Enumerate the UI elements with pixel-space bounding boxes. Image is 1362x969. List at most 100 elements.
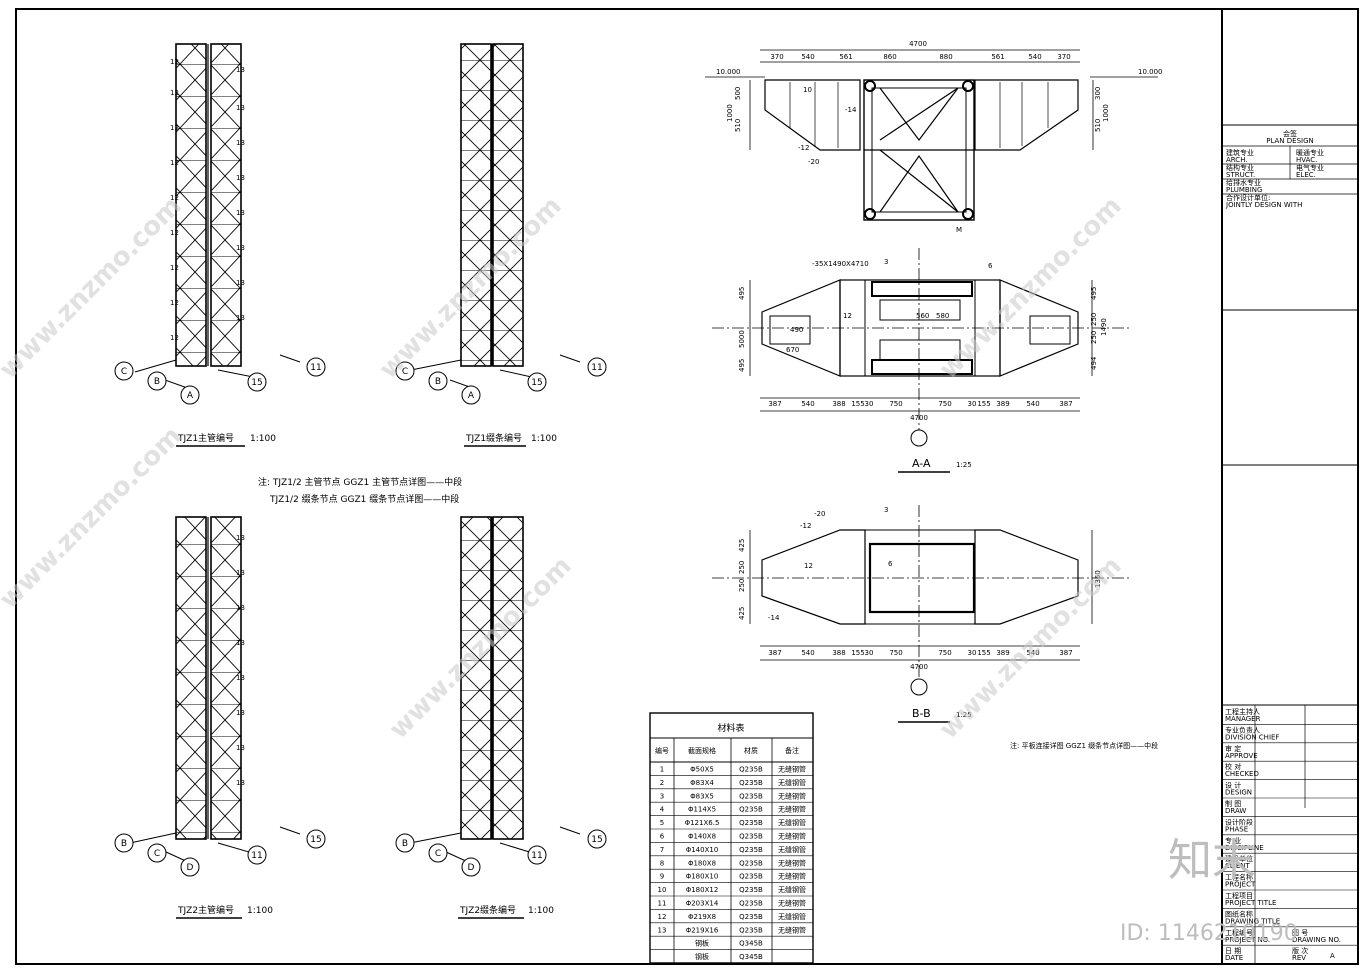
svg-text:510: 510 <box>734 119 742 132</box>
role-label: 设计阶段 <box>1225 817 1253 826</box>
svg-text:495: 495 <box>738 359 746 372</box>
svg-text:www.znzmo.com: www.znzmo.com <box>934 551 1128 745</box>
svg-text:ARCH.: ARCH. <box>1226 156 1248 164</box>
svg-text:510: 510 <box>1094 119 1102 132</box>
svg-text:15: 15 <box>310 835 321 845</box>
svg-text:1490: 1490 <box>1100 318 1108 336</box>
svg-text:13: 13 <box>236 209 245 217</box>
svg-text:388: 388 <box>832 400 845 408</box>
svg-text:12: 12 <box>170 299 179 307</box>
svg-text:10.000: 10.000 <box>1138 68 1163 76</box>
material-table-cell: Q235B <box>739 833 763 841</box>
svg-text:15: 15 <box>531 378 542 388</box>
material-table-cell: 11 <box>658 900 667 908</box>
svg-text:670: 670 <box>786 346 799 354</box>
svg-text:490: 490 <box>790 326 803 334</box>
material-table-cell: Q235B <box>739 792 763 800</box>
svg-text:5000: 5000 <box>738 330 746 348</box>
svg-text:370: 370 <box>770 53 783 61</box>
svg-text:30: 30 <box>968 649 977 657</box>
svg-text:给排水专业: 给排水专业 <box>1226 178 1261 187</box>
role-label-2-en: DRAWING NO. <box>1292 936 1341 944</box>
svg-text:388: 388 <box>832 649 845 657</box>
section-aa-title: A-A <box>912 457 931 470</box>
role-label-en: DATE <box>1225 954 1243 962</box>
svg-text:PLUMBING: PLUMBING <box>1226 186 1262 194</box>
material-table-cell: 钢板 <box>695 952 709 961</box>
svg-text:13: 13 <box>236 534 245 542</box>
svg-text:-14: -14 <box>845 106 857 114</box>
svg-text:电气专业: 电气专业 <box>1296 163 1324 172</box>
material-table-cell: 5 <box>660 819 664 827</box>
svg-text:www.znzmo.com: www.znzmo.com <box>0 421 188 615</box>
svg-text:1350: 1350 <box>1094 570 1102 588</box>
svg-text:370: 370 <box>1057 53 1070 61</box>
material-table-cell: 12 <box>658 913 667 921</box>
svg-text:M: M <box>956 226 962 234</box>
title-block: 会签 PLAN DESIGN 建筑专业 ARCH. 暖通专业 HVAC. 结构专… <box>1222 124 1358 964</box>
svg-text:495: 495 <box>738 287 746 300</box>
material-table-cell: Q345B <box>739 940 763 948</box>
material-table-cell: Φ50X5 <box>690 766 714 774</box>
material-table-cell: 9 <box>660 873 664 881</box>
tower-tjz1-brace: C B A 15 11 TJZ1缀条编号 1:100 <box>395 43 607 447</box>
svg-text:880: 880 <box>939 53 952 61</box>
role-label-en: APPROVE <box>1225 752 1258 760</box>
svg-text:300: 300 <box>1094 87 1102 100</box>
svg-text:30: 30 <box>865 649 874 657</box>
note-1-line1: 注: TJZ1/2 主管节点 GGZ1 主管节点详图——中段 <box>258 476 462 488</box>
tower-tjz2-main: 13 13 13 13 13 13 13 13 B C D 11 15 TJZ2… <box>114 516 326 919</box>
svg-text:15: 15 <box>251 378 262 388</box>
svg-text:387: 387 <box>1059 649 1072 657</box>
material-table-cell: 4 <box>660 806 665 814</box>
material-table-cell: Q235B <box>739 806 763 814</box>
svg-text:10: 10 <box>803 86 812 94</box>
svg-text:13: 13 <box>236 139 245 147</box>
svg-text:540: 540 <box>801 649 814 657</box>
svg-text:13: 13 <box>236 174 245 182</box>
svg-text:30: 30 <box>968 400 977 408</box>
svg-text:材质: 材质 <box>744 746 758 755</box>
svg-text:6: 6 <box>888 560 893 568</box>
role-label-en: CLIENT <box>1225 862 1251 870</box>
role-label-en: DRAW <box>1225 807 1246 815</box>
svg-text:1:100: 1:100 <box>250 434 276 444</box>
material-table-cell: Φ219X8 <box>688 913 716 921</box>
svg-text:13: 13 <box>236 744 245 752</box>
role-label: 工程项目 <box>1225 891 1253 900</box>
material-table-cell: 无缝钢管 <box>778 765 806 774</box>
svg-text:13: 13 <box>236 709 245 717</box>
svg-text:4700: 4700 <box>910 414 928 422</box>
material-table-cell: 无缝钢管 <box>778 858 806 867</box>
svg-text:D: D <box>468 863 475 873</box>
svg-text:12: 12 <box>170 229 179 237</box>
svg-text:C: C <box>154 849 160 859</box>
plan-overall-dim: 4700 <box>909 40 927 48</box>
watermark-logo: 知末 <box>1168 835 1256 886</box>
svg-text:备注: 备注 <box>785 746 799 755</box>
svg-text:12: 12 <box>170 264 179 272</box>
svg-text:1000: 1000 <box>1102 104 1110 122</box>
role-label: 设 计 <box>1225 781 1241 790</box>
material-table-cell: 无缝钢管 <box>778 872 806 881</box>
svg-text:13: 13 <box>236 639 245 647</box>
svg-text:540: 540 <box>801 400 814 408</box>
material-table-cell: Q235B <box>739 900 763 908</box>
svg-text:561: 561 <box>839 53 852 61</box>
material-table-cell: Φ203X14 <box>686 900 719 908</box>
svg-text:3: 3 <box>884 506 888 514</box>
svg-text:1:25: 1:25 <box>956 711 972 719</box>
svg-text:B: B <box>154 377 160 387</box>
material-table-cell: Φ180X10 <box>686 873 719 881</box>
svg-text:C: C <box>121 367 127 377</box>
svg-text:860: 860 <box>883 53 896 61</box>
section-bb: 387 540 388 155 30 750 750 30 155 389 54… <box>712 505 1130 723</box>
role-label-2: 版 次 <box>1292 946 1308 955</box>
material-table-cell: Q235B <box>739 819 763 827</box>
role-label-en: PROJECT <box>1225 881 1256 889</box>
svg-text:STRUCT.: STRUCT. <box>1226 171 1255 179</box>
svg-text:会签: 会签 <box>1283 129 1297 138</box>
material-table-cell: 1 <box>660 766 664 774</box>
svg-text:540: 540 <box>801 53 814 61</box>
